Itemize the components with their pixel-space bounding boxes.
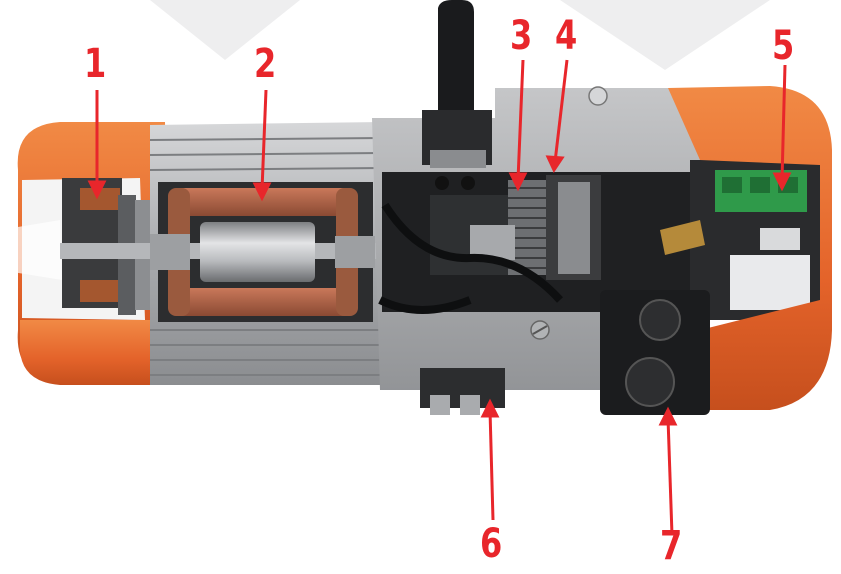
leader-line-5: [772, 64, 792, 192]
leader-line-4: [545, 59, 569, 174]
pendant-connector: [600, 290, 710, 415]
leader-line-1: [87, 90, 107, 200]
background-chevrons: [150, 0, 770, 70]
leader-line-3: [508, 59, 528, 192]
leader-line-7: [658, 406, 678, 536]
callout-7: 7: [660, 523, 683, 569]
callout-6: 6: [480, 521, 503, 567]
cable-bundle: [378, 202, 563, 314]
leader-lines: [87, 59, 792, 536]
callout-2: 2: [254, 41, 277, 87]
leader-line-2: [252, 89, 272, 202]
control-compartment: [660, 160, 820, 320]
top-hook: [422, 0, 492, 168]
leader-line-6: [480, 398, 500, 521]
motor-foot: [20, 320, 150, 385]
callout-5: 5: [772, 23, 795, 69]
callout-3: 3: [510, 13, 533, 59]
callout-4: 4: [555, 13, 578, 59]
callout-1: 1: [84, 41, 107, 87]
